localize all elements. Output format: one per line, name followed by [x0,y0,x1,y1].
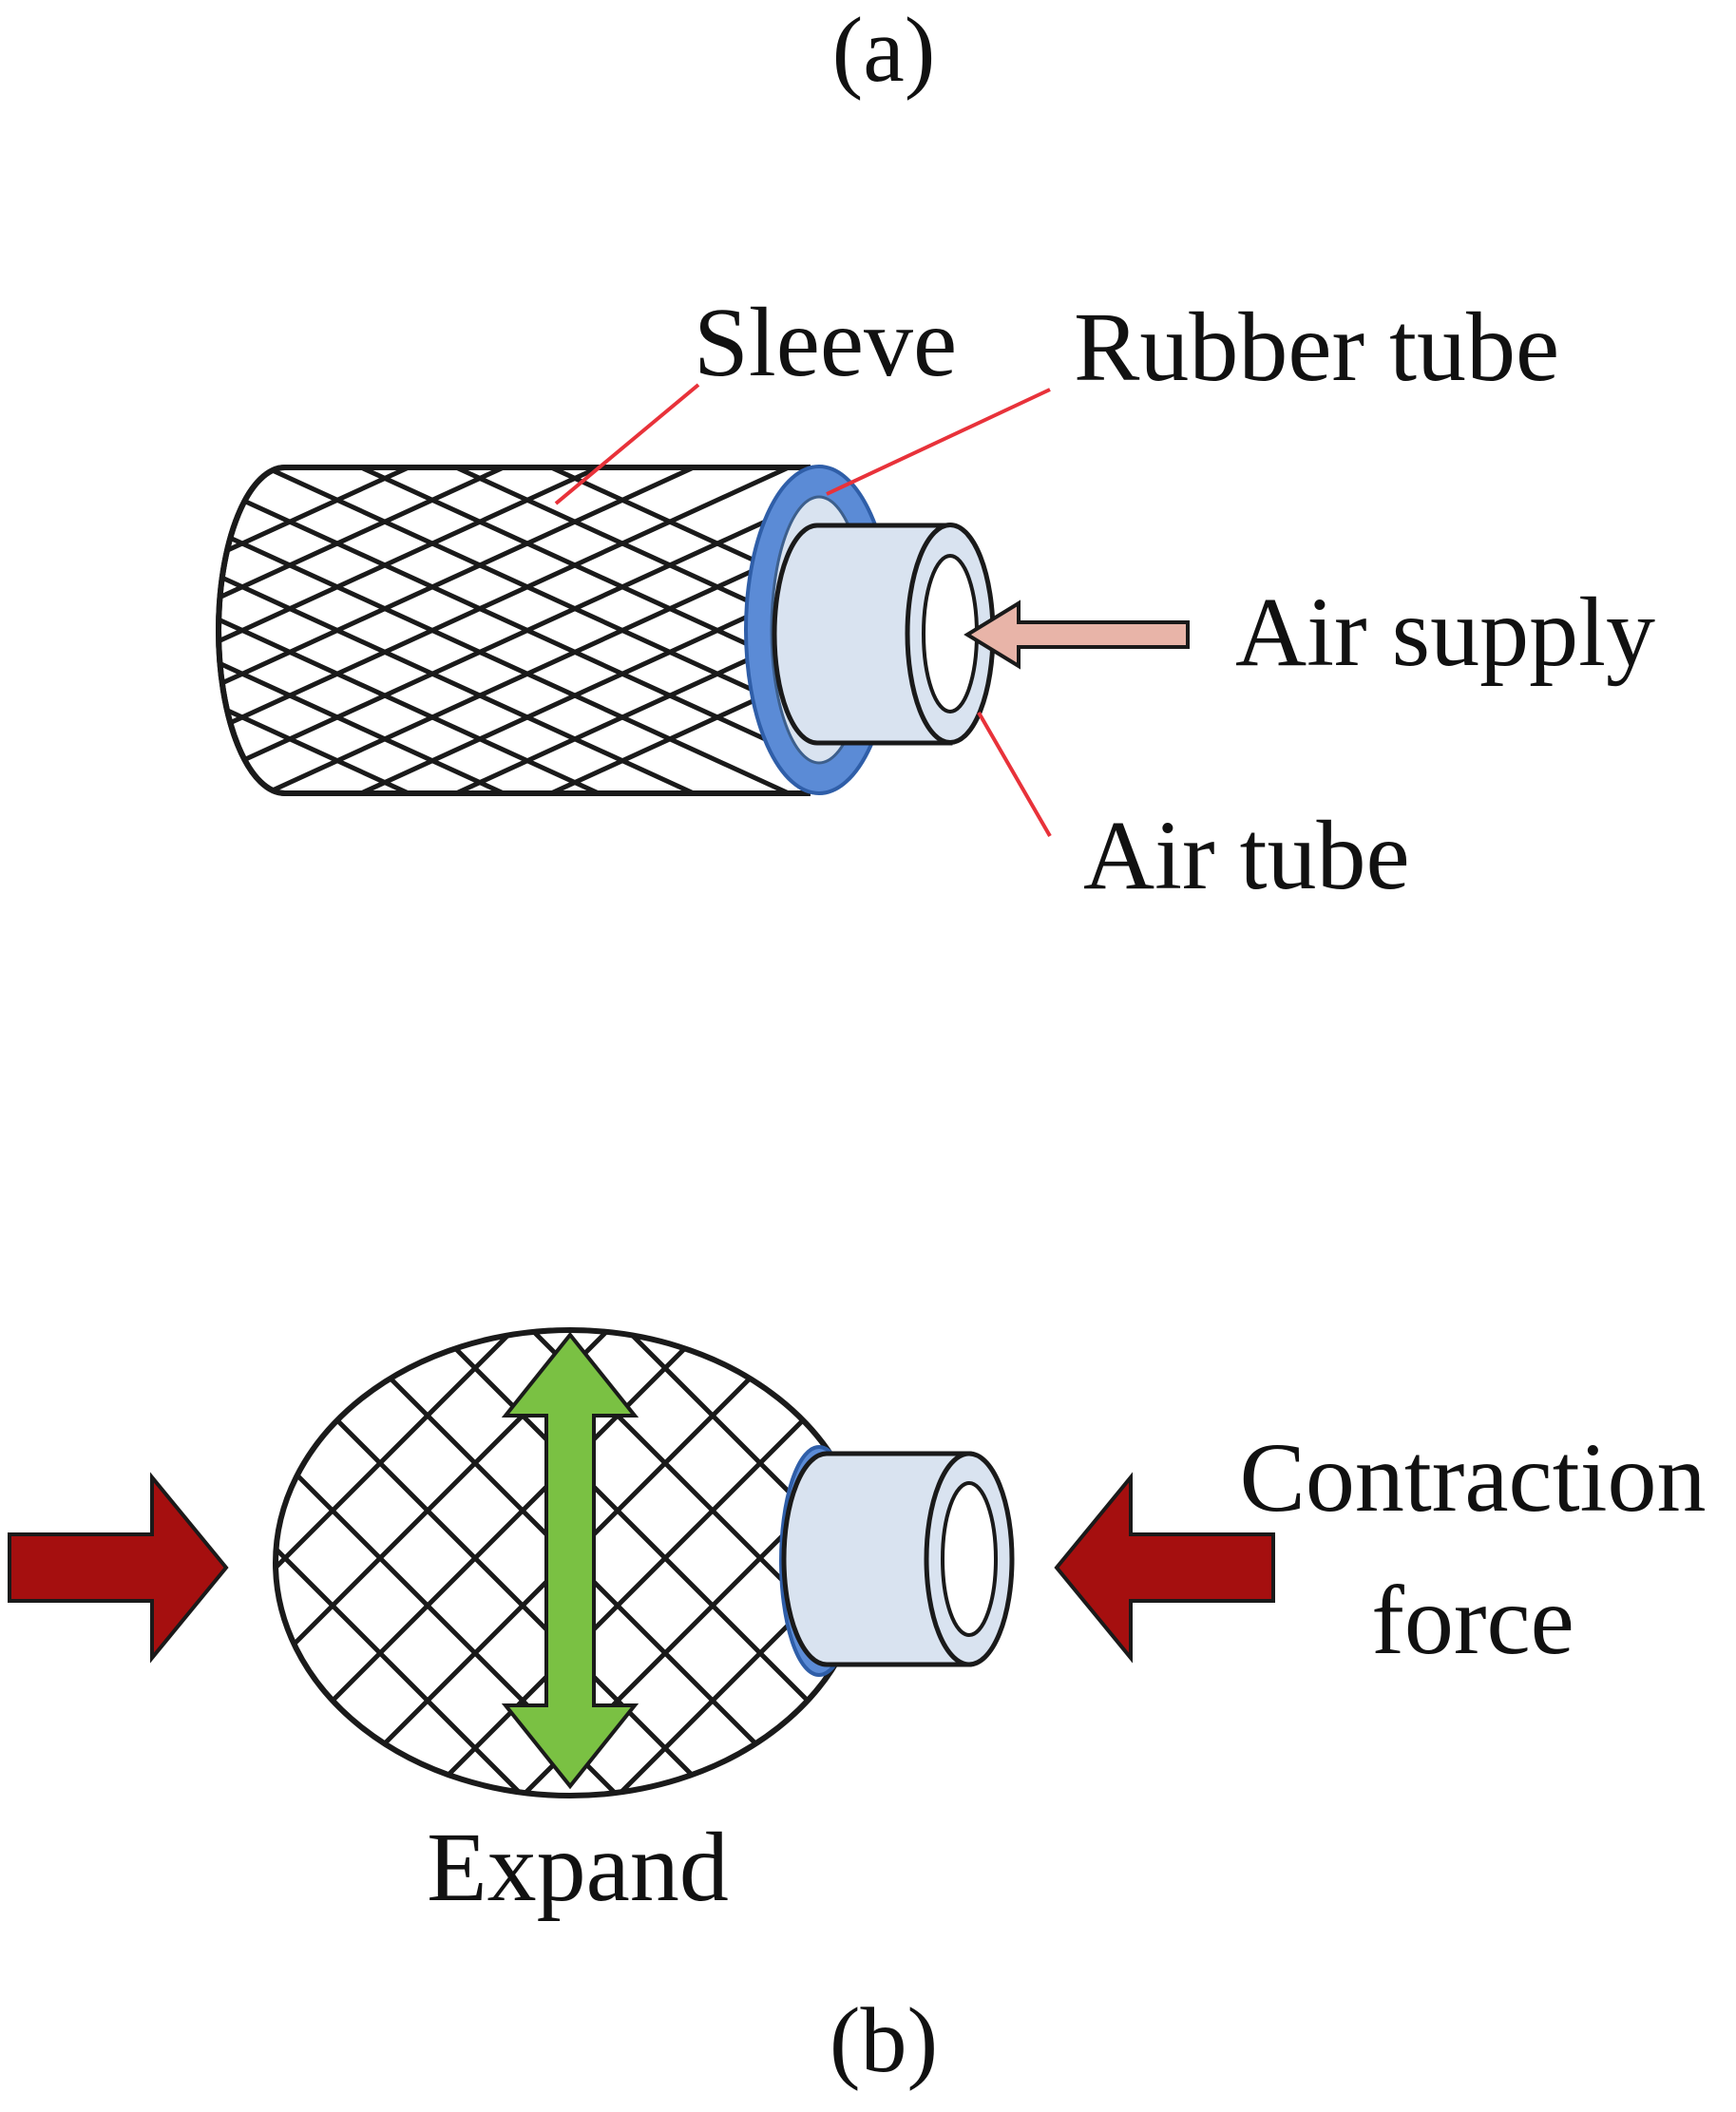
air-tube [772,523,996,746]
label-air-tube: Air tube [1083,801,1410,910]
label-rubber-tube: Rubber tube [1074,293,1559,402]
label-air-supply: Air supply [1235,578,1655,687]
label-contraction-line2: force [1371,1566,1574,1675]
sleeve-mesh [218,467,808,793]
air-tube-b [781,1451,1015,1667]
panel-a-caption: (a) [832,0,936,102]
panel-a: (a) [216,0,1655,910]
label-expand: Expand [427,1813,729,1922]
leader-lines [554,383,1052,837]
label-sleeve: Sleeve [694,288,957,397]
contraction-arrow-right [1054,1472,1275,1664]
panel-b: Contraction force Expand (b) [8,1327,1707,2092]
air-supply-arrow [963,599,1190,670]
sleeve-cylinder [216,465,811,796]
label-contraction-line1: Contraction [1239,1423,1706,1532]
contraction-arrow-left [8,1472,229,1664]
expand-arrow [501,1331,639,1790]
panel-b-caption: (b) [830,1989,938,2092]
